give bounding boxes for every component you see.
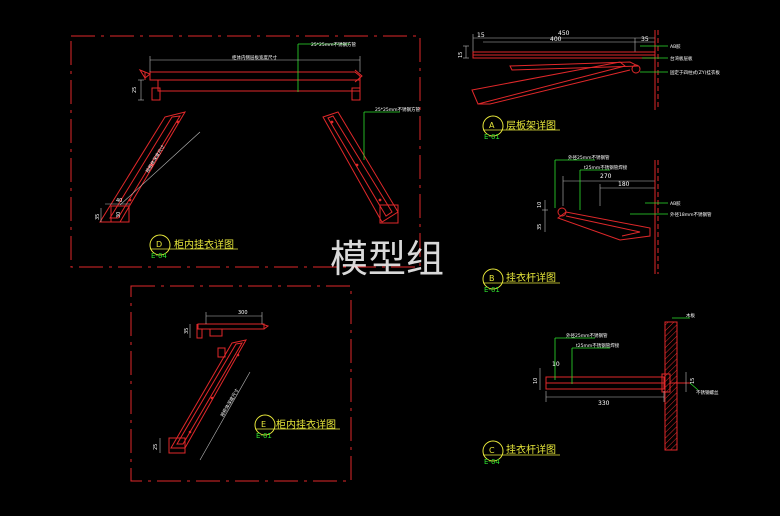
detail-e-dimlines (159, 312, 263, 461)
title-e-ref: E-01 (256, 432, 272, 440)
note-a-board: 台湾板层板 (670, 55, 693, 62)
dim-a-15b: 15 (458, 52, 464, 58)
dim-c-330: 330 (598, 400, 610, 407)
note-b-tube25: 外径25mm不锈钢管 (568, 154, 610, 161)
dim-d-35: 35 (95, 214, 101, 220)
title-a-letter: A (489, 121, 495, 130)
dim-b-270: 270 (600, 173, 612, 180)
detail-c-dimlines (539, 368, 687, 402)
dim-e-35: 35 (184, 328, 190, 334)
detail-d-drawing (99, 68, 399, 224)
note-c-board: 木板 (686, 312, 695, 319)
title-b-ref: E-01 (484, 286, 500, 294)
dim-c-10b: 10 (533, 378, 539, 384)
detail-a-drawing (471, 30, 656, 110)
watermark-text: 模型组 (330, 237, 444, 281)
frame-detail-e (130, 285, 352, 482)
title-c-letter: C (489, 446, 495, 455)
detail-title-a: A E-01 层板架详图 (482, 115, 560, 141)
dim-a-35: 35 (641, 36, 649, 43)
detail-b-drawing (556, 160, 656, 274)
title-a-ref: E-01 (484, 133, 500, 141)
title-b-text: 挂衣杆详图 (506, 271, 556, 284)
note-b-tube18: 外径18mm不锈钢管 (670, 211, 712, 218)
detail-c-drawing (545, 373, 690, 393)
detail-e-drawing (168, 323, 270, 454)
detail-b-leaders (554, 159, 668, 215)
detail-title-d: D E-04 柜内挂衣详图 (149, 234, 238, 260)
frame-detail-d (70, 35, 421, 268)
detail-e-screws (188, 353, 240, 434)
dim-c-10a: 10 (552, 361, 560, 368)
note-a-fix: 固定于四柱式(ZY)挂衣板 (670, 69, 720, 76)
title-c-ref: E-04 (484, 458, 500, 466)
detail-d-dimlines (100, 56, 361, 222)
note-d-tube-top: 25*25mm不锈钢方管 (311, 41, 356, 48)
note-e-depth: 按柜体深度尺寸 (219, 387, 241, 418)
detail-b-dimlines (542, 176, 656, 232)
detail-c-leaders (554, 317, 699, 391)
note-d-depth: 按柜体深度尺寸 (144, 143, 167, 174)
note-c-tube25: 外径25mm不锈钢管 (566, 332, 608, 339)
dim-e-25: 25 (153, 444, 159, 450)
note-c-weld: t25mm不锈钢管焊接 (576, 342, 620, 349)
detail-d-screws (128, 120, 382, 202)
detail-title-b: B E-01 挂衣杆详图 (482, 268, 560, 294)
note-b-glue: AB胶 (670, 200, 681, 207)
dim-e-300: 300 (238, 310, 248, 316)
note-d-tube-right: 25*25mm不锈钢方管 (375, 106, 420, 113)
note-c-screw: 不锈钢螺丝 (696, 389, 719, 396)
note-a-glue: AB胶 (670, 43, 681, 50)
title-d-text: 柜内挂衣详图 (174, 238, 234, 251)
note-b-weld: t25mm不锈钢管焊接 (584, 164, 628, 171)
note-d-shelf-width: 柜体内侧层板宽度尺寸 (232, 54, 277, 61)
detail-a-leaders (640, 45, 668, 73)
detail-title-c: C E-04 挂衣杆详图 (482, 440, 560, 466)
dim-a-400: 400 (550, 36, 562, 43)
dim-d-25: 25 (132, 87, 138, 93)
title-e-text: 柜内挂衣详图 (276, 418, 336, 431)
dim-d-40: 40 (116, 198, 122, 204)
title-c-text: 挂衣杆详图 (506, 443, 556, 456)
dim-a-15: 15 (477, 32, 485, 39)
detail-d-leaders (297, 43, 400, 160)
dim-d-30: 30 (116, 212, 122, 218)
dim-a-450: 450 (558, 30, 570, 37)
title-d-letter: D (156, 240, 162, 249)
title-a-text: 层板架详图 (506, 119, 556, 132)
dim-c-15: 15 (690, 378, 696, 384)
title-d-ref: E-04 (151, 252, 167, 260)
dim-b-35: 35 (537, 224, 543, 230)
detail-title-e: E E-01 柜内挂衣详图 (254, 414, 340, 440)
dim-b-10: 10 (537, 202, 543, 208)
detail-c-wallboard (664, 321, 678, 451)
dim-b-180: 180 (618, 181, 630, 188)
title-b-letter: B (489, 274, 495, 283)
title-e-letter: E (261, 420, 266, 429)
